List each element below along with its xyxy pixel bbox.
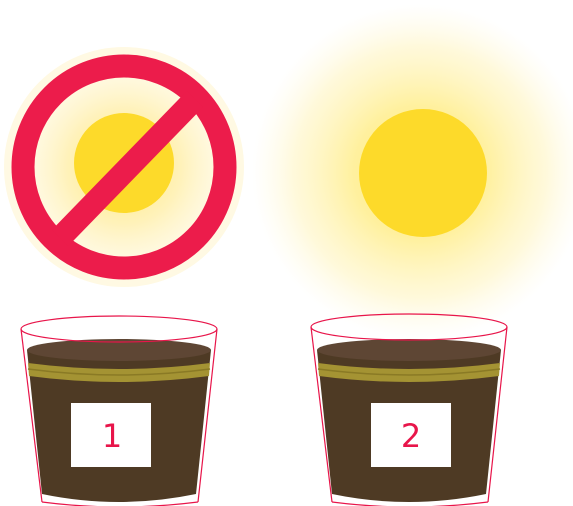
sun-icon bbox=[252, 4, 573, 340]
pot-1-number: 1 bbox=[102, 417, 122, 455]
sun-core bbox=[359, 109, 487, 237]
pot-2-soil-top bbox=[317, 339, 501, 361]
pot-2-number: 2 bbox=[401, 417, 421, 455]
blocked-sun-icon bbox=[4, 47, 244, 287]
plant-pot-2: 2 bbox=[311, 314, 507, 506]
plant-pot-1: 1 bbox=[21, 316, 217, 506]
